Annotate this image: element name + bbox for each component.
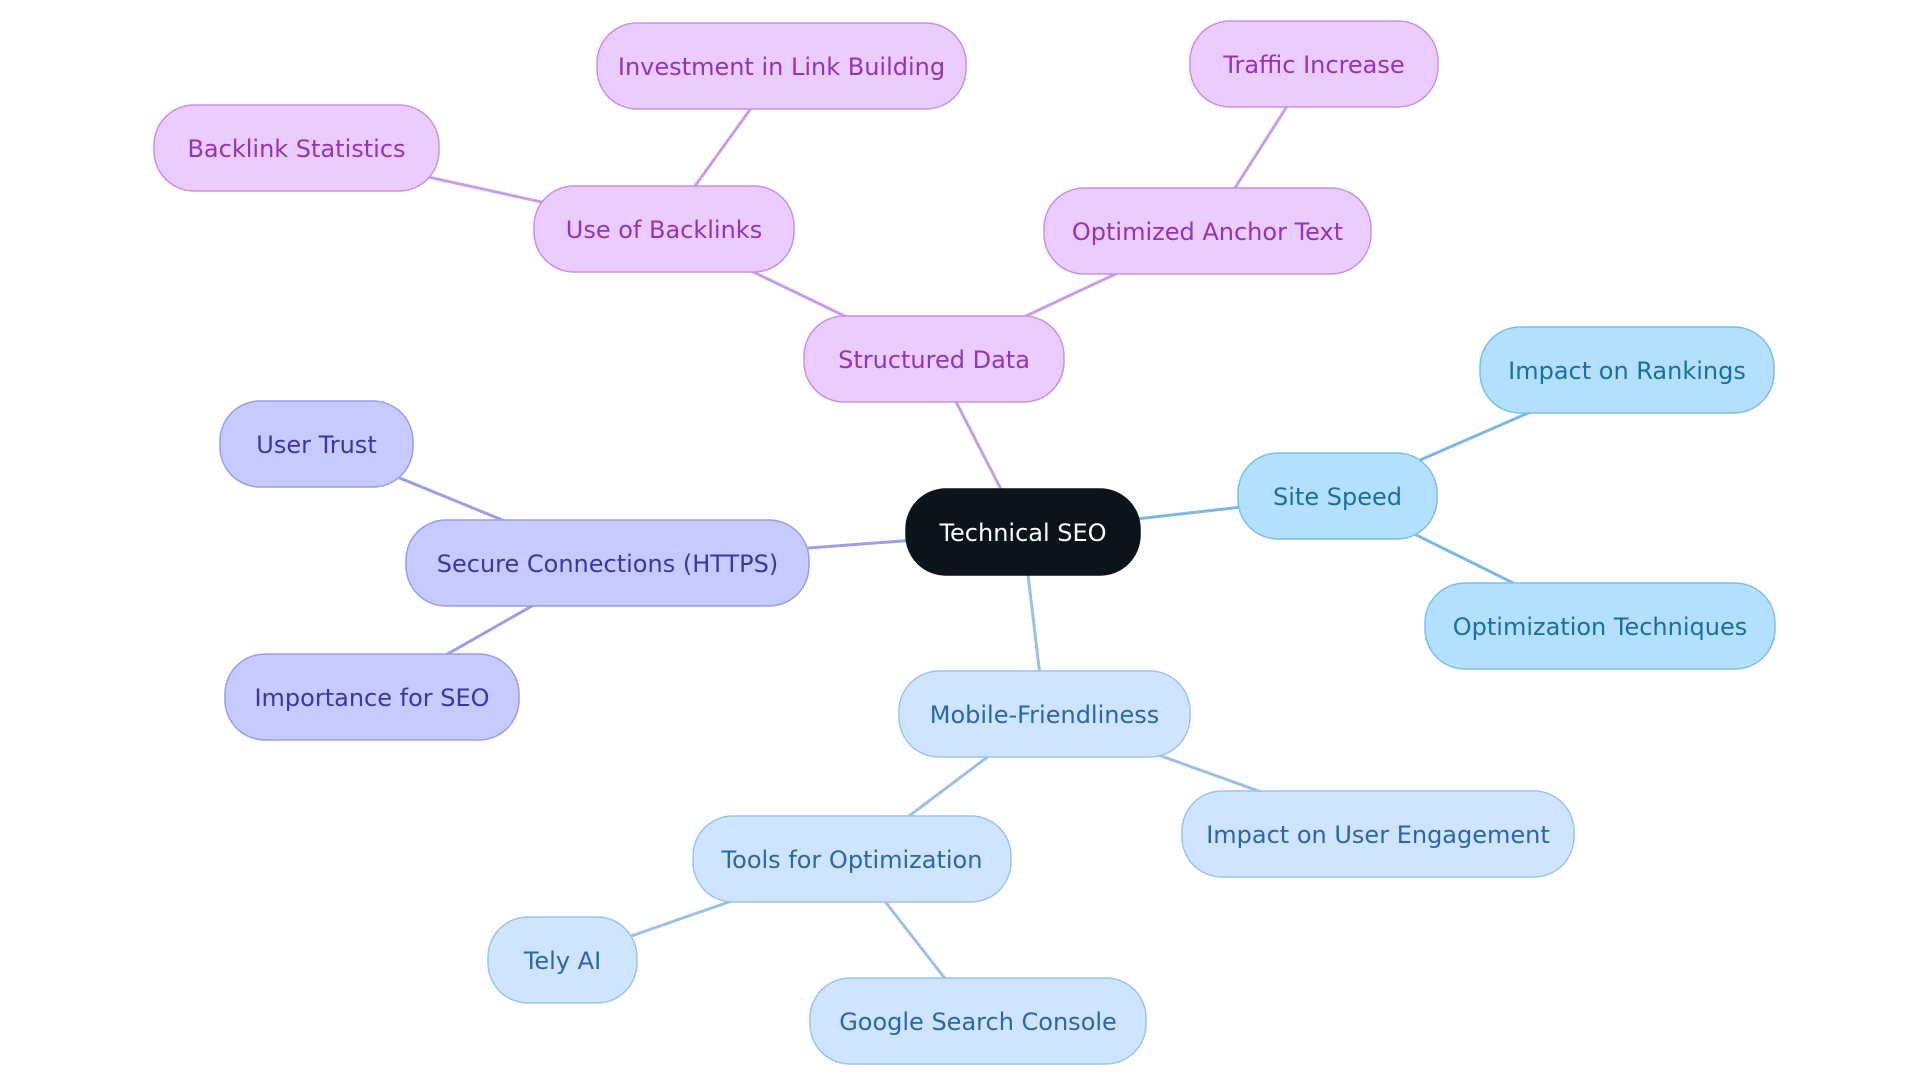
node-label-optimization-techniques: Optimization Techniques [1453, 613, 1748, 641]
node-box-tools-for-optimization [692, 815, 1012, 903]
node-label-tools-for-optimization: Tools for Optimization [721, 846, 983, 874]
node-label-use-of-backlinks: Use of Backlinks [566, 216, 762, 244]
node-box-impact-on-rankings [1479, 326, 1775, 414]
node-optimization-techniques: Optimization Techniques [1424, 582, 1776, 670]
node-structured-data: Structured Data [803, 315, 1065, 403]
mind-map-nodes: Technical SEO Structured Data Use of Backl… [153, 20, 1776, 1065]
node-root: Technical SEO [905, 488, 1141, 576]
node-backlink-statistics: Backlink Statistics [153, 104, 440, 192]
node-label-secure-connections: Secure Connections (HTTPS) [437, 550, 778, 578]
node-label-root: Technical SEO [938, 519, 1106, 547]
node-user-trust: User Trust [219, 400, 414, 488]
node-box-tely-ai [487, 916, 638, 1004]
node-box-impact-on-user-engagement [1181, 790, 1575, 878]
node-box-optimized-anchor-text [1043, 187, 1372, 275]
node-mobile-friendliness: Mobile-Friendliness [898, 670, 1191, 758]
node-label-traffic-increase: Traffic Increase [1222, 51, 1404, 79]
node-label-impact-on-rankings: Impact on Rankings [1508, 357, 1746, 385]
node-importance-for-seo: Importance for SEO [224, 653, 520, 741]
node-tely-ai: Tely AI [487, 916, 638, 1004]
node-box-structured-data [803, 315, 1065, 403]
node-optimized-anchor-text: Optimized Anchor Text [1043, 187, 1372, 275]
node-label-impact-on-user-engagement: Impact on User Engagement [1206, 821, 1550, 849]
node-label-site-speed: Site Speed [1273, 483, 1402, 511]
node-label-optimized-anchor-text: Optimized Anchor Text [1072, 218, 1343, 246]
node-investment-in-link-building: Investment in Link Building [596, 22, 967, 110]
node-box-secure-connections [405, 519, 810, 607]
node-box-site-speed [1237, 452, 1438, 540]
node-label-importance-for-seo: Importance for SEO [254, 684, 489, 712]
node-box-backlink-statistics [153, 104, 440, 192]
node-label-google-search-console: Google Search Console [839, 1008, 1117, 1036]
node-label-user-trust: User Trust [256, 431, 376, 459]
node-box-google-search-console [809, 977, 1147, 1065]
node-traffic-increase: Traffic Increase [1189, 20, 1439, 108]
node-box-optimization-techniques [1424, 582, 1776, 670]
node-google-search-console: Google Search Console [809, 977, 1147, 1065]
node-label-investment-in-link-building: Investment in Link Building [618, 53, 945, 81]
node-site-speed: Site Speed [1237, 452, 1438, 540]
node-label-backlink-statistics: Backlink Statistics [187, 135, 405, 163]
node-box-use-of-backlinks [533, 185, 795, 273]
node-impact-on-rankings: Impact on Rankings [1479, 326, 1775, 414]
node-use-of-backlinks: Use of Backlinks [533, 185, 795, 273]
node-tools-for-optimization: Tools for Optimization [692, 815, 1012, 903]
node-box-root [905, 488, 1141, 576]
node-secure-connections: Secure Connections (HTTPS) [405, 519, 810, 607]
node-label-structured-data: Structured Data [838, 346, 1030, 374]
node-box-mobile-friendliness [898, 670, 1191, 758]
node-box-user-trust [219, 400, 414, 488]
node-label-tely-ai: Tely AI [523, 947, 601, 975]
node-box-importance-for-seo [224, 653, 520, 741]
node-impact-on-user-engagement: Impact on User Engagement [1181, 790, 1575, 878]
node-box-investment-in-link-building [596, 22, 967, 110]
node-box-traffic-increase [1189, 20, 1439, 108]
node-label-mobile-friendliness: Mobile-Friendliness [930, 701, 1160, 729]
